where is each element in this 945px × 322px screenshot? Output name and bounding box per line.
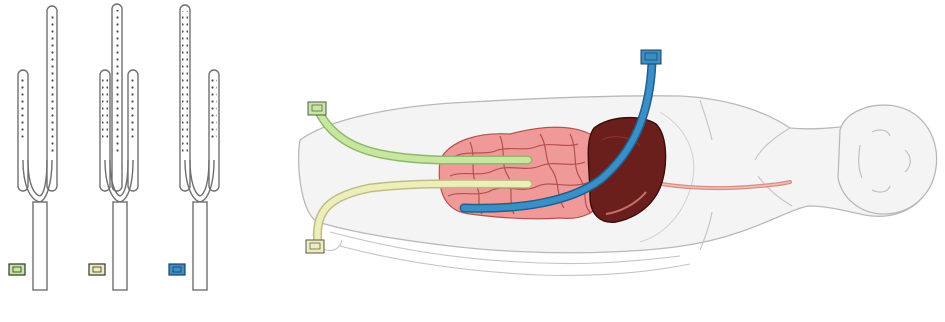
blue-drain-tag: [641, 50, 661, 64]
head: [838, 105, 937, 214]
catheter-1: [18, 6, 57, 290]
catheter-3: [180, 5, 219, 290]
green-drain-tag: [308, 102, 326, 115]
yellow-drain-tag: [306, 240, 324, 253]
catheter-3-tag: [169, 264, 185, 275]
catheter-1-tag: [9, 264, 25, 275]
catheter-1-shaft: [33, 202, 47, 290]
catheter-2-shaft: [113, 202, 127, 290]
catheter-2: [100, 4, 138, 290]
catheter-3-shaft: [193, 202, 207, 290]
catheter-2-tag: [89, 264, 105, 275]
